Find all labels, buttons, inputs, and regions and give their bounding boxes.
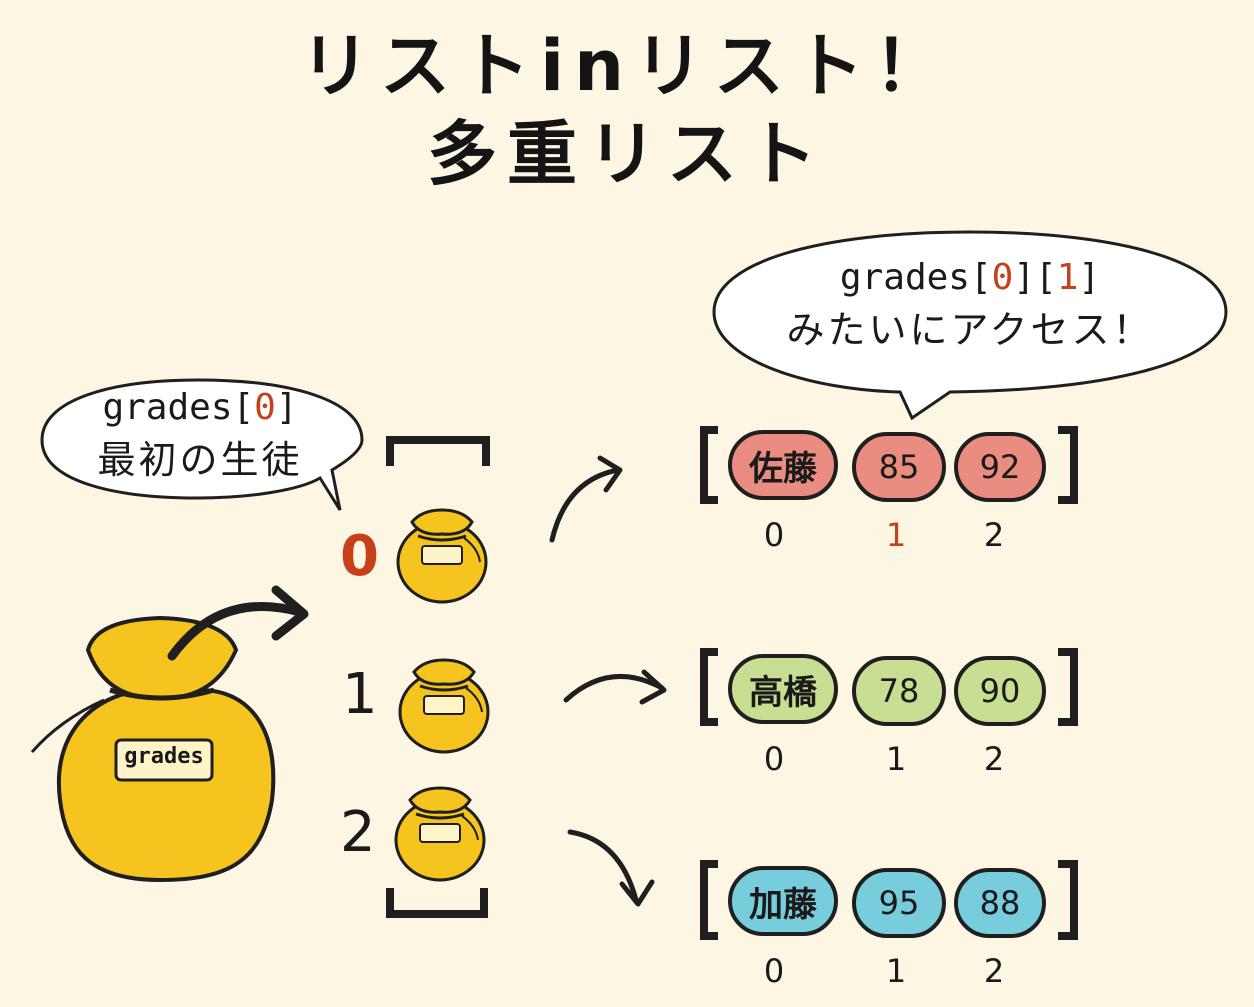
small-bag-2	[394, 786, 486, 882]
bubble-right-caption: みたいにアクセス！	[786, 308, 1154, 352]
row-0-index-2: 2	[983, 516, 1005, 554]
row-2-name: 加藤	[728, 866, 838, 936]
row-2-index-2: 2	[983, 952, 1005, 990]
row-1-bracket-left	[700, 648, 718, 726]
row-2-score-1: 95	[852, 868, 946, 938]
arrow-row-0-head	[597, 455, 623, 493]
arrow-bag-to-list	[167, 602, 305, 661]
bubble-right-text: grades[0][1] みたいにアクセス！	[720, 252, 1220, 356]
arrow-row-0	[549, 467, 621, 543]
row-0-score-2: 92	[954, 432, 1046, 502]
row-1-score-2: 90	[954, 656, 1046, 726]
title-line-1: リストinリスト！	[300, 25, 954, 107]
bubble-right-code-idx1: 0	[991, 257, 1014, 298]
row-1-bracket-right	[1058, 648, 1078, 726]
row-0-bracket-left	[700, 426, 718, 504]
bubble-right-code-prefix: grades[	[839, 257, 992, 298]
arrow-row-2	[567, 829, 639, 903]
row-0-bracket-right	[1058, 426, 1078, 504]
bubble-left-caption: 最初の生徒	[97, 438, 303, 482]
title-line-2: 多重リスト	[427, 113, 827, 195]
speech-bubble-left	[40, 378, 364, 511]
small-bag-1	[398, 658, 490, 754]
main-bag-label: grades	[124, 744, 204, 769]
row-1-index-2: 2	[983, 740, 1005, 778]
row-1-index-1: 1	[885, 740, 907, 778]
outer-index-2: 2	[340, 800, 376, 865]
row-2-bracket-left	[700, 860, 718, 940]
arrow-bag-to-list-head	[271, 585, 309, 641]
row-1-score-1: 78	[852, 656, 946, 726]
row-1-name: 高橋	[728, 654, 838, 724]
row-1-index-0: 0	[763, 740, 785, 778]
bubble-right-code-suffix: ]	[1078, 257, 1101, 298]
row-2-score-2: 88	[954, 868, 1046, 938]
outer-index-1: 1	[342, 662, 378, 727]
outer-bracket-top	[386, 436, 490, 466]
outer-index-0: 0	[340, 524, 379, 589]
outer-bracket-bottom	[386, 888, 488, 918]
bubble-right-code: grades[0][1]	[720, 252, 1220, 304]
row-0-index-1: 1	[885, 516, 907, 554]
bubble-right-code-idx2: 1	[1056, 257, 1079, 298]
arrow-row-1-head	[639, 669, 667, 705]
bubble-left-text: grades[0] 最初の生徒	[50, 382, 350, 486]
small-bag-0	[396, 508, 488, 604]
row-2-index-1: 1	[885, 952, 907, 990]
row-2-index-0: 0	[763, 952, 785, 990]
bubble-left-code-suffix: ]	[275, 387, 298, 428]
bubble-left-code: grades[0]	[50, 382, 350, 434]
row-0-name: 佐藤	[728, 430, 838, 500]
bubble-left-code-index: 0	[254, 387, 276, 428]
arrow-row-1	[563, 674, 665, 703]
row-0-score-1: 85	[852, 432, 946, 502]
bubble-left-code-prefix: grades[	[102, 387, 255, 428]
row-2-bracket-right	[1058, 860, 1078, 940]
speech-bubble-right	[712, 230, 1228, 421]
row-0-index-0: 0	[763, 516, 785, 554]
bubble-right-code-mid: ][	[1013, 257, 1057, 298]
arrow-row-2-head	[619, 879, 655, 907]
main-bag	[30, 615, 276, 883]
